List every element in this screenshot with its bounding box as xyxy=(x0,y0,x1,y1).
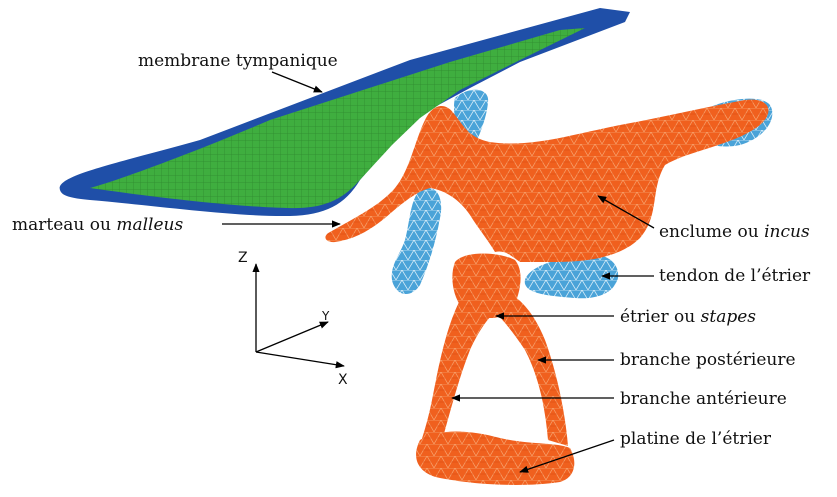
label-incus-latin: incus xyxy=(764,222,810,242)
label-branche-anterieure: branche antérieure xyxy=(620,389,787,409)
label-etrier: étrier ou stapes xyxy=(620,307,756,327)
label-etrier-prefix: étrier ou xyxy=(620,307,701,327)
membrane-leader xyxy=(272,72,322,92)
y-axis-arrow xyxy=(256,322,328,352)
y-axis-label: Y xyxy=(321,309,330,323)
label-platine: platine de l’étrier xyxy=(620,429,772,449)
x-axis-arrow xyxy=(256,352,344,366)
label-marteau: marteau ou malleus xyxy=(12,215,183,235)
label-malleus-latin: malleus xyxy=(116,215,183,235)
stapes-crura-shape xyxy=(416,292,574,485)
label-marteau-prefix: marteau ou xyxy=(12,215,116,235)
label-tendon: tendon de l’étrier xyxy=(659,266,811,286)
axes-triad: Z Y X xyxy=(238,250,348,388)
x-axis-label: X xyxy=(338,372,348,388)
label-stapes-latin: stapes xyxy=(701,307,757,327)
label-membrane-tympanique: membrane tympanique xyxy=(138,51,338,71)
label-enclume: enclume ou incus xyxy=(659,222,810,242)
label-enclume-prefix: enclume ou xyxy=(659,222,764,242)
label-branche-posterieure: branche postérieure xyxy=(620,350,796,370)
z-axis-label: Z xyxy=(238,250,248,266)
